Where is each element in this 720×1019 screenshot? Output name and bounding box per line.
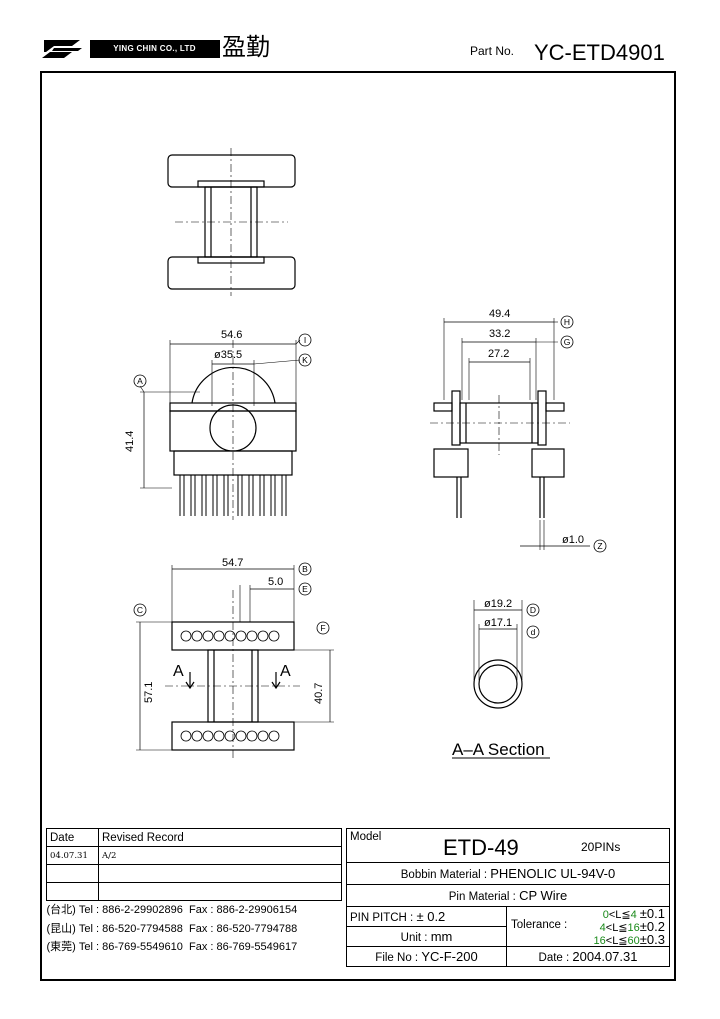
section-mark-left: A xyxy=(173,663,184,680)
top-view xyxy=(167,148,296,296)
pin-pitch-cell: PIN PITCH : ± 0.2 xyxy=(346,906,507,927)
model-info-table: Model ETD-49 20PINs Bobbin Material : PH… xyxy=(346,828,670,967)
dim-49-4: 49.4 xyxy=(489,308,510,320)
revision-date: 04.07.31 xyxy=(46,846,99,865)
contact-list: (台北) Tel : 886-2-29902896 Fax : 886-2-29… xyxy=(47,901,342,957)
section-mark-right: A xyxy=(280,663,291,680)
contact-taipei: (台北) Tel : 886-2-29902896 Fax : 886-2-29… xyxy=(46,904,298,916)
dim-33-2: 33.2 xyxy=(489,328,510,340)
tag-z: Z xyxy=(597,541,602,551)
dim-27-2: 27.2 xyxy=(488,348,509,360)
revision-record: A/2 xyxy=(98,846,342,865)
dim-dia-17-1: ø17.1 xyxy=(484,617,512,629)
bobbin-material-row: Bobbin Material : PHENOLIC UL-94V-0 xyxy=(346,862,670,885)
tag-i: I xyxy=(304,335,306,345)
tolerance-list: 0<L≦4 ±0.1 4<L≦16±0.2 16<L≦60±0.3 xyxy=(593,906,665,947)
unit-cell: Unit : mm xyxy=(346,926,507,947)
dim-5-0: 5.0 xyxy=(268,576,283,588)
pin-count: 20PINs xyxy=(581,840,621,854)
model-name: ETD-49 xyxy=(443,835,519,860)
file-number-cell: File No : YC-F-200 xyxy=(346,946,507,967)
header: YING CHIN CO., LTD 盈勤 Part No. YC-ETD490… xyxy=(0,0,720,72)
tag-k: K xyxy=(302,355,308,365)
front-view xyxy=(139,339,301,520)
tag-c: C xyxy=(137,605,143,615)
tag-d-lower: d xyxy=(531,627,536,637)
revision-date xyxy=(46,864,99,883)
tag-h: H xyxy=(564,317,570,327)
part-number: YC-ETD4901 xyxy=(534,40,665,65)
revision-table: Date Revised Record 04.07.31 A/2 (台北) Te… xyxy=(46,828,342,957)
contact-dongguan: (東莞) Tel : 86-769-5549610 Fax : 86-769-5… xyxy=(46,941,298,953)
dim-57-1: 57.1 xyxy=(143,682,155,703)
company-logo xyxy=(42,40,220,58)
revision-record xyxy=(98,864,342,883)
tolerance-row: 4<L≦16±0.2 xyxy=(599,919,665,934)
tag-f: F xyxy=(320,623,325,633)
drawing-frame xyxy=(40,71,676,981)
dim-54-7: 54.7 xyxy=(222,557,243,569)
tag-a: A xyxy=(137,376,143,386)
pin-material-row: Pin Material : CP Wire xyxy=(346,884,670,907)
technical-drawing: 54.6 ø35.5 41.4 49.4 33.2 27.2 ø1.0 54.7… xyxy=(124,148,607,760)
tolerance-row: 16<L≦60±0.3 xyxy=(593,932,665,947)
side-view xyxy=(430,318,590,550)
section-view xyxy=(452,600,550,759)
model-cell: Model ETD-49 20PINs xyxy=(346,828,670,863)
tolerance-row: 0<L≦4 ±0.1 xyxy=(602,906,665,921)
tag-e: E xyxy=(302,584,308,594)
company-name-en: YING CHIN CO., LTD xyxy=(113,44,196,53)
section-title: A–A Section xyxy=(452,740,545,759)
dim-40-7: 40.7 xyxy=(313,683,325,704)
date-header: Date xyxy=(46,828,99,847)
revision-record xyxy=(98,882,342,901)
dim-dia-1-0: ø1.0 xyxy=(562,534,584,546)
company-name-zh: 盈勤 xyxy=(222,33,270,61)
tag-d-upper: D xyxy=(530,605,536,615)
model-label: Model xyxy=(350,831,382,843)
tag-g: G xyxy=(564,337,571,347)
tolerance-label: Tolerance : xyxy=(511,919,568,931)
dim-41-4: 41.4 xyxy=(124,431,136,452)
tag-b: B xyxy=(302,564,308,574)
date-cell: Date : 2004.07.31 xyxy=(506,946,670,967)
dim-dia-35-5: ø35.5 xyxy=(214,349,242,361)
bottom-view xyxy=(136,565,334,760)
part-number-label: Part No. xyxy=(470,44,515,58)
contact-kunshan: (昆山) Tel : 86-520-7794588 Fax : 86-520-7… xyxy=(46,922,298,935)
tolerance-cell: Tolerance : 0<L≦4 ±0.1 4<L≦16±0.2 16<L≦6… xyxy=(506,906,670,947)
dim-54-6: 54.6 xyxy=(221,329,242,341)
revised-record-header: Revised Record xyxy=(98,828,342,847)
revision-date xyxy=(46,882,99,901)
dim-dia-19-2: ø19.2 xyxy=(484,598,512,610)
